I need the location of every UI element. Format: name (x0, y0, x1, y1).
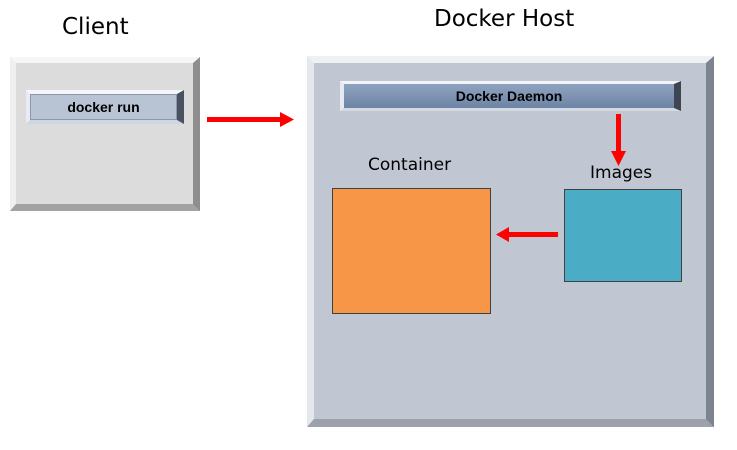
docker-host-title: Docker Host (434, 6, 575, 32)
docker-run-button[interactable]: docker run (26, 90, 184, 124)
images-box (564, 189, 682, 282)
images-to-container-arrow (496, 227, 558, 242)
docker-daemon-button[interactable]: Docker Daemon (340, 81, 681, 111)
container-box (332, 188, 491, 314)
client-to-host-arrow (207, 112, 294, 127)
daemon-to-images-arrow (611, 114, 626, 166)
images-label: Images (590, 163, 653, 183)
container-label: Container (368, 155, 452, 175)
client-title: Client (62, 14, 129, 40)
client-panel (10, 57, 200, 211)
